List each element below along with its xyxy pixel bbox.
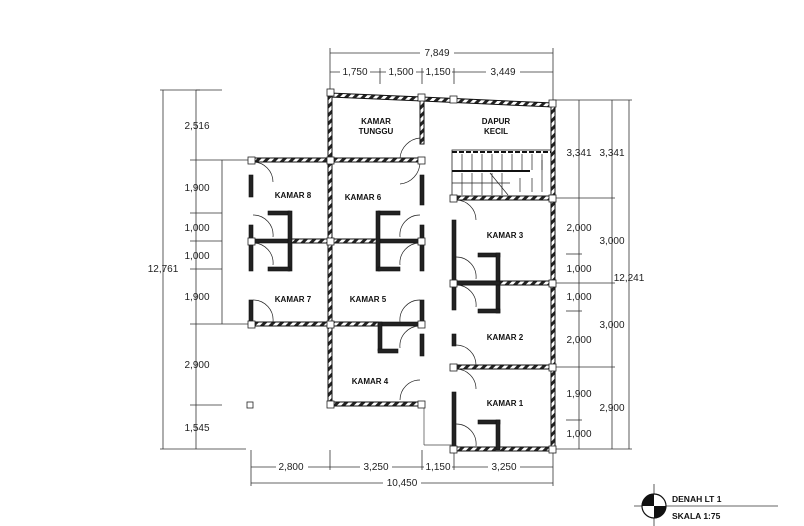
label-kamar-7: KAMAR 7 [275,295,312,304]
label-kamar-tunggu-2: TUNGGU [359,127,394,136]
right-dimensions: 3,341 2,000 1,000 1,000 2,000 1,900 1,00… [553,99,645,450]
dim-left-5: 1,900 [184,292,209,303]
dim-right-mid-2: 3,000 [599,236,624,247]
top-dimensions: 7,849 1,750 1,500 1,150 3,449 [329,46,554,100]
dim-top-2: 1,500 [388,67,413,78]
label-dapur-kecil-2: KECIL [484,127,508,136]
label-kamar-8: KAMAR 8 [275,191,312,200]
dim-right-inner-6: 1,900 [566,389,591,400]
dim-right-total: 12,241 [614,273,645,284]
drawing-title: DENAH LT 1 [672,494,722,504]
dim-right-inner-5: 2,000 [566,335,591,346]
columns [246,88,557,454]
dim-bottom-total: 10,450 [387,478,418,489]
label-kamar-2: KAMAR 2 [487,333,524,342]
dim-right-inner-3: 1,000 [566,264,591,275]
label-kamar-3: KAMAR 3 [487,231,524,240]
left-dimensions: 2,516 1,900 1,000 1,000 1,900 2,900 1,54… [148,89,248,450]
dim-left-3: 1,000 [184,223,209,234]
dim-right-inner-2: 2,000 [566,223,591,234]
title-block: DENAH LT 1 SKALA 1:75 [634,484,778,526]
dim-right-mid-1: 3,341 [599,148,624,159]
dim-left-1: 2,516 [184,121,209,132]
dim-left-4: 1,000 [184,251,209,262]
room-labels: KAMAR TUNGGU DAPUR KECIL KAMAR 8 KAMAR 6… [275,117,524,408]
dim-top-1: 1,750 [342,67,367,78]
staircase [451,149,552,197]
doors [252,137,477,447]
label-kamar-6: KAMAR 6 [345,193,382,202]
dim-right-inner-1: 3,341 [566,148,591,159]
dim-left-6: 2,900 [184,360,209,371]
label-kamar-5: KAMAR 5 [350,295,387,304]
dim-left-7: 1,545 [184,423,209,434]
walls [248,92,556,452]
label-kamar-tunggu-1: KAMAR [361,117,391,126]
label-kamar-1: KAMAR 1 [487,399,524,408]
dim-right-inner-7: 1,000 [566,429,591,440]
dim-left-total: 12,761 [148,264,179,275]
dim-right-mid-3: 3,000 [599,320,624,331]
dim-top-4: 3,449 [490,67,515,78]
dim-top-3: 1,150 [425,67,450,78]
dim-right-inner-4: 1,000 [566,292,591,303]
dim-bottom-1: 2,800 [278,462,303,473]
dim-bottom-3: 1,150 [425,462,450,473]
drawing-scale: SKALA 1:75 [672,511,721,521]
label-dapur-kecil-1: DAPUR [482,117,511,126]
dim-left-2: 1,900 [184,183,209,194]
dim-right-mid-4: 2,900 [599,403,624,414]
dim-bottom-4: 3,250 [491,462,516,473]
label-kamar-4: KAMAR 4 [352,377,389,386]
dim-bottom-2: 3,250 [363,462,388,473]
bottom-dimensions: 2,800 3,250 1,150 3,250 10,450 [250,450,554,489]
section-marker-icon [641,493,667,519]
dim-top-total: 7,849 [424,48,449,59]
